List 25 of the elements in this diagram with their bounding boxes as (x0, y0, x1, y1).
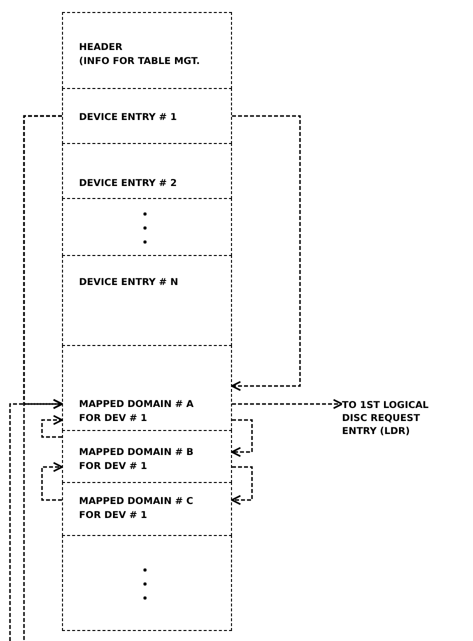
table-row (62, 198, 232, 256)
connector-line (23, 115, 62, 641)
row-text: MAPPED DOMAIN # B FOR DEV # 1 (79, 446, 194, 474)
table-row (62, 143, 232, 199)
arrow (41, 414, 63, 438)
row-text: DEVICE ENTRY # 1 (79, 111, 177, 125)
table-row (62, 255, 232, 346)
row-heading: HEADER (79, 41, 124, 55)
table-row (62, 88, 232, 144)
table-row (62, 482, 232, 536)
arrow (41, 462, 63, 501)
table-row (62, 535, 232, 631)
row-text: (INFO FOR TABLE MGT. (79, 55, 201, 69)
table-row (62, 345, 232, 431)
row-text: MAPPED DOMAIN # C FOR DEV # 1 (79, 495, 194, 523)
arrow (232, 398, 343, 410)
arrow (231, 115, 301, 392)
row-text: DEVICE ENTRY # 2 (79, 177, 177, 191)
arrow (231, 419, 253, 458)
arrow (9, 398, 63, 641)
row-text: DEVICE ENTRY # N (79, 276, 178, 290)
table-row (62, 12, 232, 89)
row-text: MAPPED DOMAIN # A FOR DEV # 1 (79, 398, 195, 426)
table-row (62, 430, 232, 483)
arrow (231, 466, 253, 506)
